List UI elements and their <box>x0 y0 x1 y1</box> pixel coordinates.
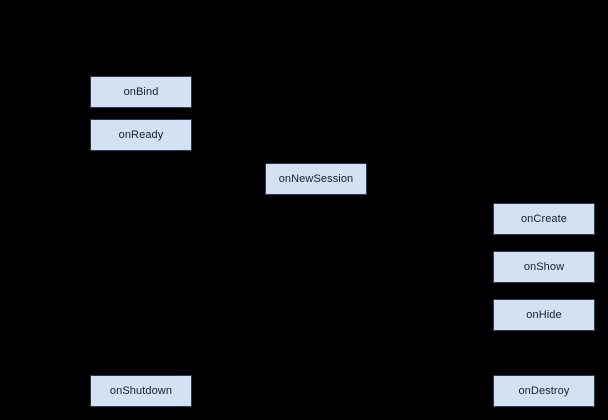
node-on-new-session[interactable]: onNewSession <box>265 163 367 195</box>
node-label-on-ready: onReady <box>118 128 164 141</box>
node-label-on-hide: onHide <box>526 308 562 321</box>
node-label-on-destroy: onDestroy <box>518 384 570 397</box>
node-on-ready[interactable]: onReady <box>90 119 192 151</box>
node-label-on-show: onShow <box>523 260 565 273</box>
node-on-destroy[interactable]: onDestroy <box>493 375 595 407</box>
node-on-shutdown[interactable]: onShutdown <box>90 375 192 407</box>
node-label-on-bind: onBind <box>123 85 159 98</box>
node-label-on-shutdown: onShutdown <box>109 384 173 397</box>
node-label-on-new-session: onNewSession <box>278 172 354 185</box>
node-label-on-create: onCreate <box>520 212 568 225</box>
node-on-bind[interactable]: onBind <box>90 76 192 108</box>
node-on-hide[interactable]: onHide <box>493 299 595 331</box>
node-on-show[interactable]: onShow <box>493 251 595 283</box>
node-on-create[interactable]: onCreate <box>493 203 595 235</box>
